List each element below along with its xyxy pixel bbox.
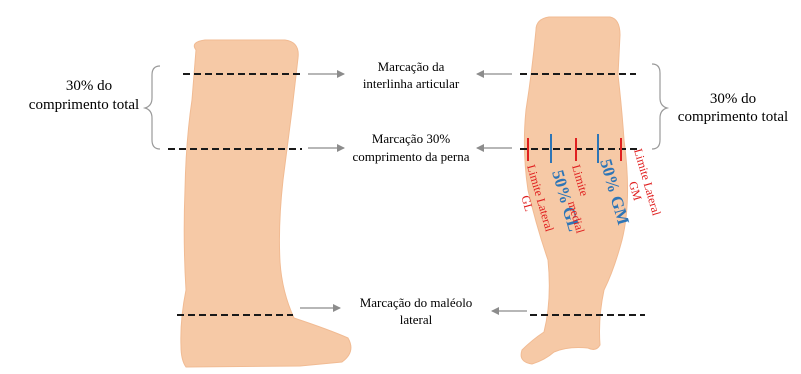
left-brace-icon bbox=[145, 66, 160, 149]
malleolus-label-line1: Marcação do maléolo bbox=[360, 295, 473, 310]
joint-label-line1: Marcação da bbox=[378, 59, 445, 74]
malleolus-label-line2: lateral bbox=[400, 312, 433, 327]
joint-label-line2: interlinha articular bbox=[363, 76, 460, 91]
leg30-label-line2: comprimento da perna bbox=[353, 149, 470, 164]
right-note-line1: 30% do bbox=[710, 91, 756, 107]
right-note-line2: comprimento total bbox=[678, 109, 788, 125]
left-note-line1: 30% do bbox=[66, 78, 112, 94]
left-note-line2: comprimento total bbox=[29, 97, 139, 113]
left-leg-silhouette bbox=[181, 40, 351, 367]
right-brace-icon bbox=[652, 64, 667, 149]
leg30-label-line1: Marcação 30% bbox=[372, 131, 450, 146]
